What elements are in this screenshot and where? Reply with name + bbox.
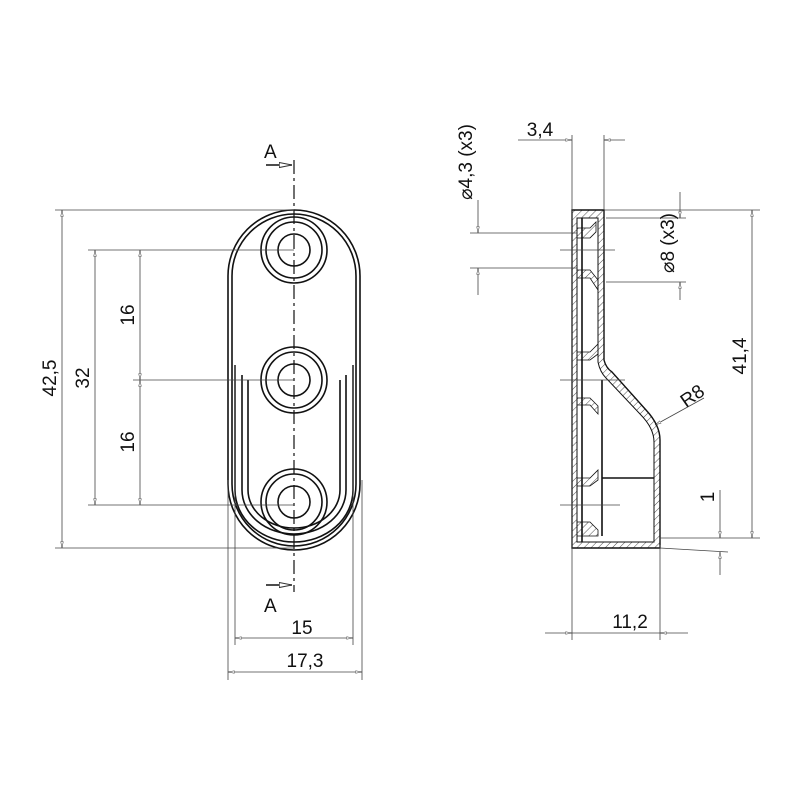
dim-counterbore: ⌀8 (x3) <box>658 213 679 273</box>
dim-total-height: 42,5 <box>40 360 61 397</box>
dim-depth: 11,2 <box>612 612 648 633</box>
front-view: A A 42,5 32 16 16 15 17,3 <box>40 142 363 680</box>
dim-radius: R8 <box>677 381 709 412</box>
dim-hole-span: 32 <box>73 367 94 388</box>
side-view: 3,4 ⌀4,3 (x3) ⌀8 (x3) 41,4 R8 1 11,2 <box>456 120 760 640</box>
dim-height: 41,4 <box>730 337 751 374</box>
section-label-bottom: A <box>264 596 277 617</box>
dim-pitch-upper: 16 <box>118 304 139 325</box>
dim-thickness: 3,4 <box>527 120 554 141</box>
dim-small-hole: ⌀4,3 (x3) <box>456 124 477 200</box>
dim-offset: 1 <box>698 492 719 503</box>
section-label-top: A <box>264 142 277 163</box>
hole-sections <box>576 221 599 537</box>
dim-outer-width: 17,3 <box>287 651 324 672</box>
dim-pitch-lower: 16 <box>118 431 139 452</box>
outer-oval <box>227 209 361 551</box>
dim-inner-width: 15 <box>291 618 312 639</box>
